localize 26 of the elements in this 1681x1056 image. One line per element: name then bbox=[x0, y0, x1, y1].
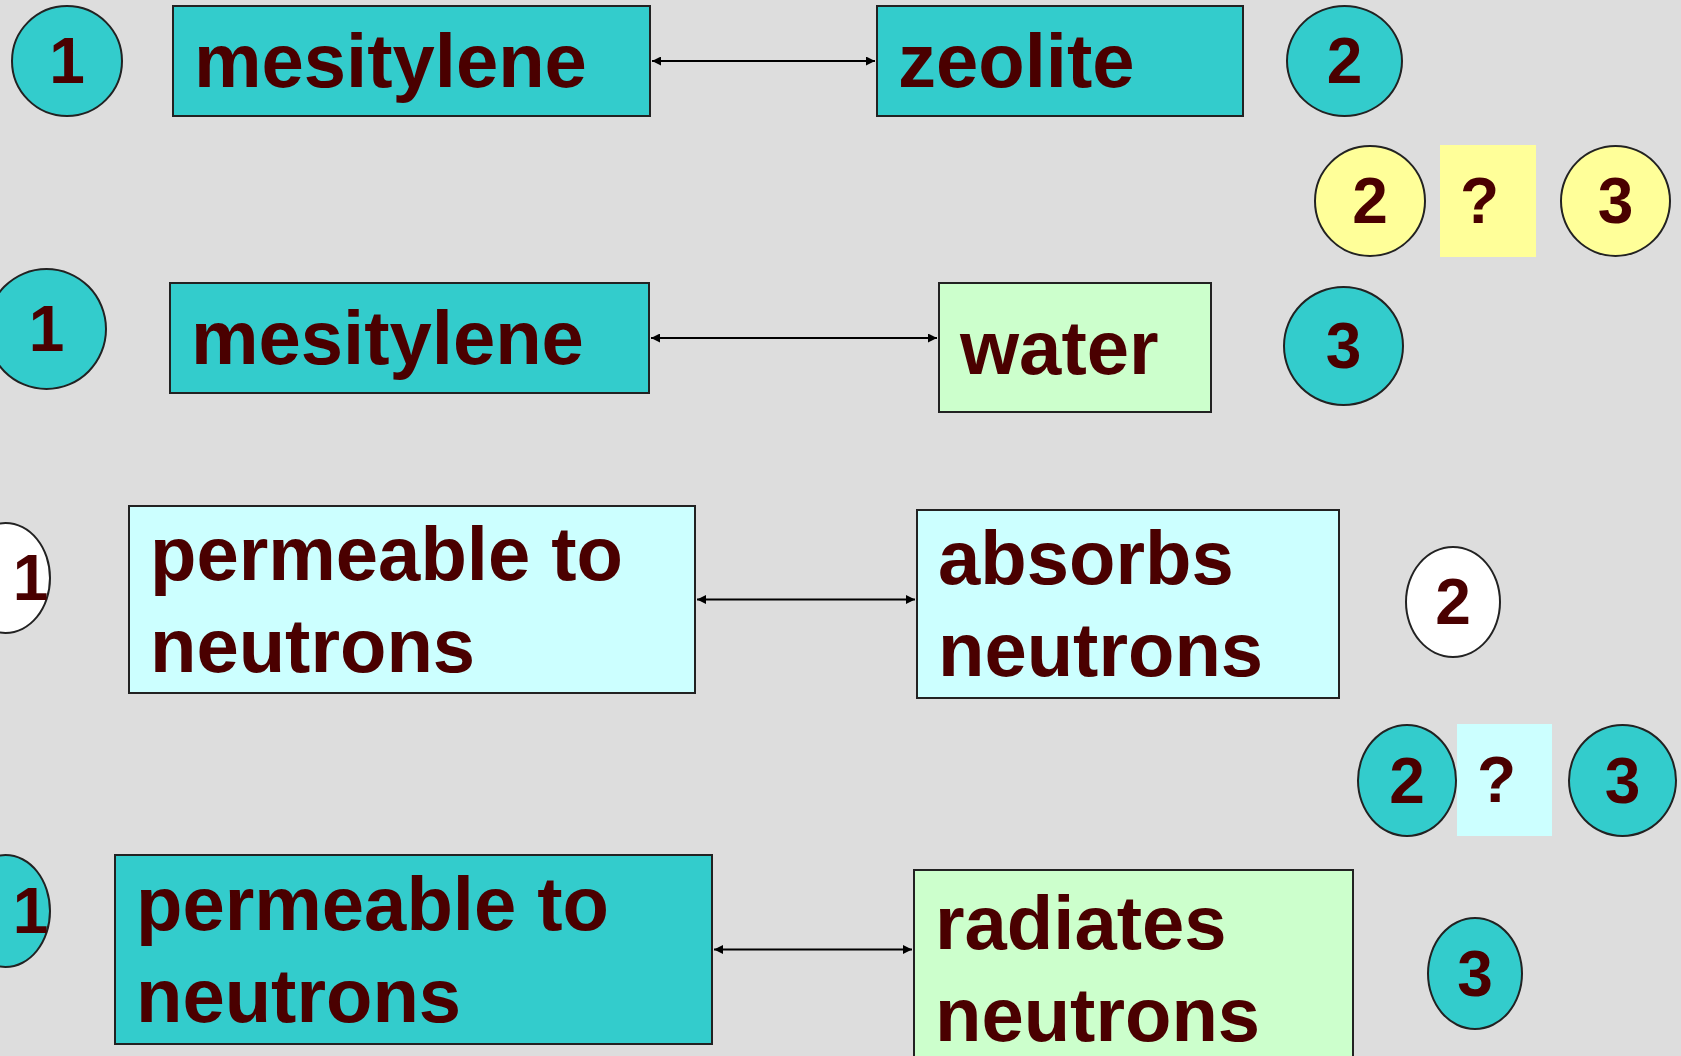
number-circle: 1 bbox=[0, 854, 51, 968]
number-circle: 2 bbox=[1405, 546, 1501, 658]
term-box: absorbs neutrons bbox=[916, 509, 1340, 699]
double-arrow bbox=[650, 333, 938, 343]
term-box: water bbox=[938, 282, 1212, 413]
double-arrow bbox=[651, 56, 876, 66]
number-circle: 3 bbox=[1568, 724, 1677, 837]
number-circle: 3 bbox=[1283, 286, 1404, 406]
term-box: radiates neutrons bbox=[913, 869, 1354, 1056]
double-arrow bbox=[713, 945, 913, 954]
number-circle: 1 bbox=[11, 5, 123, 117]
number-circle: 3 bbox=[1427, 917, 1523, 1030]
question-box: ? bbox=[1457, 724, 1552, 836]
term-box: mesitylene bbox=[172, 5, 651, 117]
number-circle: 2 bbox=[1357, 724, 1457, 837]
question-box: ? bbox=[1440, 145, 1536, 257]
number-circle: 2 bbox=[1286, 5, 1403, 117]
number-circle: 1 bbox=[0, 522, 51, 634]
number-circle: 2 bbox=[1314, 145, 1426, 257]
term-box: zeolite bbox=[876, 5, 1244, 117]
term-box: permeable to neutrons bbox=[114, 854, 713, 1045]
number-circle: 1 bbox=[0, 268, 107, 390]
term-box: mesitylene bbox=[169, 282, 650, 394]
term-box: permeable to neutrons bbox=[128, 505, 696, 694]
number-circle: 3 bbox=[1560, 145, 1671, 257]
double-arrow bbox=[696, 595, 916, 604]
